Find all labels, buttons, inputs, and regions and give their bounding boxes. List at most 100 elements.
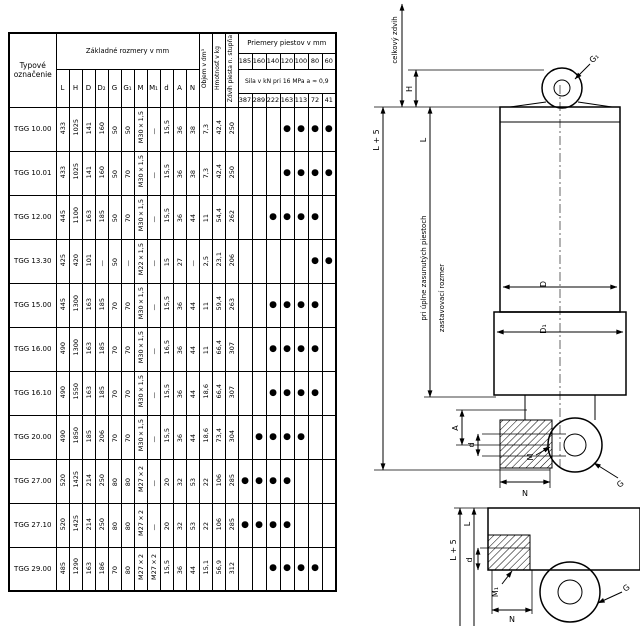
- dim-letter-cell: A: [172, 68, 187, 108]
- dimension-value: 11: [201, 214, 210, 223]
- column-header-type: Typové označenie: [8, 32, 57, 108]
- dimension-value-cell: 36: [172, 326, 187, 372]
- dimension-value-cell: —: [120, 238, 135, 284]
- dimension-value-cell: 15: [159, 238, 174, 284]
- dimension-value: 285: [227, 474, 236, 487]
- piston-dot-empty: [265, 150, 281, 196]
- force-value-cell: 289: [251, 92, 267, 108]
- piston-dot: ●: [251, 502, 267, 548]
- dim-label-l-bottom: L: [463, 521, 472, 526]
- dimension-value-cell: 53: [185, 458, 200, 504]
- row-type-label: TGG 13.30: [8, 238, 57, 284]
- dimension-value-cell: 1025: [68, 106, 83, 152]
- dimension-value-cell: —: [94, 238, 109, 284]
- dimension-value-cell: 80: [120, 502, 135, 548]
- extension-lines: [374, 69, 566, 614]
- dimension-value: 50: [110, 214, 119, 223]
- dimension-value: 2,5: [201, 256, 210, 267]
- dimension-value-cell: 36: [172, 546, 187, 592]
- dim-letter-cell: G: [107, 68, 122, 108]
- dimension-value-cell: 285: [224, 502, 239, 548]
- dimension-value-cell: 70: [107, 326, 122, 372]
- dim-label-g-bottom: G: [621, 583, 632, 594]
- cylinder-bottom-view: [487, 507, 640, 623]
- diameter-header-cell: 100: [293, 52, 309, 70]
- volume-header-label: Objem v dm³: [201, 48, 209, 88]
- dimension-value-cell: 50: [107, 238, 122, 284]
- dimension-value: 1100: [71, 206, 80, 224]
- dimension-value: 490: [58, 386, 67, 399]
- piston-dot-empty: [321, 282, 337, 328]
- dimension-value-cell: 18,6: [198, 370, 213, 416]
- piston-dot-empty: [237, 370, 253, 416]
- dimension-value-cell: 80: [120, 458, 135, 504]
- dimension-value-cell: 20: [159, 458, 174, 504]
- dimension-value: 80: [123, 522, 132, 531]
- dimension-value: 70: [110, 302, 119, 311]
- dimension-value: 250: [227, 166, 236, 179]
- dimension-value: 15,5: [162, 428, 171, 443]
- dimension-value-cell: 1425: [68, 502, 83, 548]
- dimension-value-cell: 485: [55, 546, 70, 592]
- dimension-value: 73,4: [214, 428, 223, 443]
- dimension-value: 42,4: [214, 120, 223, 135]
- piston-dot-empty: [321, 370, 337, 416]
- dim-letter-cell: H: [68, 68, 83, 108]
- dimension-value: 70: [110, 565, 119, 575]
- dimension-value-cell: 44: [185, 370, 200, 416]
- dimension-value: —: [149, 304, 158, 311]
- dimension-value-cell: 22: [198, 502, 213, 548]
- dim-letter-cell: L: [55, 68, 70, 108]
- dimension-value: 42,4: [214, 164, 223, 179]
- cylinder-main-view: [493, 67, 627, 473]
- dimension-value: 16,5: [162, 340, 171, 355]
- dimension-value: 44: [188, 434, 197, 443]
- dimension-value-cell: 70: [107, 546, 122, 592]
- dimension-value: 307: [227, 342, 236, 355]
- dimension-value: 7,3: [201, 124, 210, 135]
- piston-dot: ●: [265, 546, 281, 592]
- spec-table: Typové označenie Základné rozmery v mm O…: [8, 32, 337, 592]
- dimension-value-cell: 214: [81, 458, 96, 504]
- dimension-value: 27: [175, 258, 184, 267]
- dimension-value-cell: 54,4: [211, 194, 226, 240]
- dimension-value-cell: 50: [107, 106, 122, 152]
- dimension-value-cell: 56,9: [211, 546, 226, 592]
- piston-dot: ●: [321, 150, 337, 196]
- piston-dot-empty: [293, 238, 309, 284]
- dimension-value-cell: 1100: [68, 194, 83, 240]
- leader-g: [593, 462, 619, 479]
- dimension-value-cell: 11: [198, 326, 213, 372]
- dim-label-total-stroke: celkový zdvih: [391, 16, 399, 63]
- piston-dot: ●: [279, 282, 295, 328]
- dimension-value-cell: 38: [185, 106, 200, 152]
- top-eye-hole: [553, 79, 571, 97]
- piston-dot-empty: [251, 106, 267, 152]
- dimension-value-cell: 36: [172, 282, 187, 328]
- piston-dot: ●: [307, 326, 323, 372]
- dimension-value: 36: [175, 434, 184, 443]
- dimension-value-cell: 250: [224, 106, 239, 152]
- force-value-cell: 113: [293, 92, 309, 108]
- dim-letter-cell: M: [133, 68, 148, 108]
- dimension-value-cell: 433: [55, 150, 70, 196]
- piston-dot-empty: [237, 106, 253, 152]
- dimension-value: 1290: [71, 558, 80, 576]
- dimension-value: 53: [188, 522, 197, 531]
- dimension-value: —: [149, 172, 158, 179]
- dimension-value-cell: 70: [120, 414, 135, 460]
- dimension-value-cell: 206: [94, 414, 109, 460]
- dimension-value-cell: 44: [185, 194, 200, 240]
- note-stop-dimension: zastavovací rozmer: [438, 264, 446, 332]
- row-type-label: TGG 16.10: [8, 370, 57, 416]
- dimension-value-cell: —: [146, 106, 161, 152]
- piston-dot-empty: [265, 238, 281, 284]
- dim-label-d1: D₁: [539, 324, 548, 333]
- dimension-value-cell: 38: [185, 150, 200, 196]
- piston-dot: ●: [279, 370, 295, 416]
